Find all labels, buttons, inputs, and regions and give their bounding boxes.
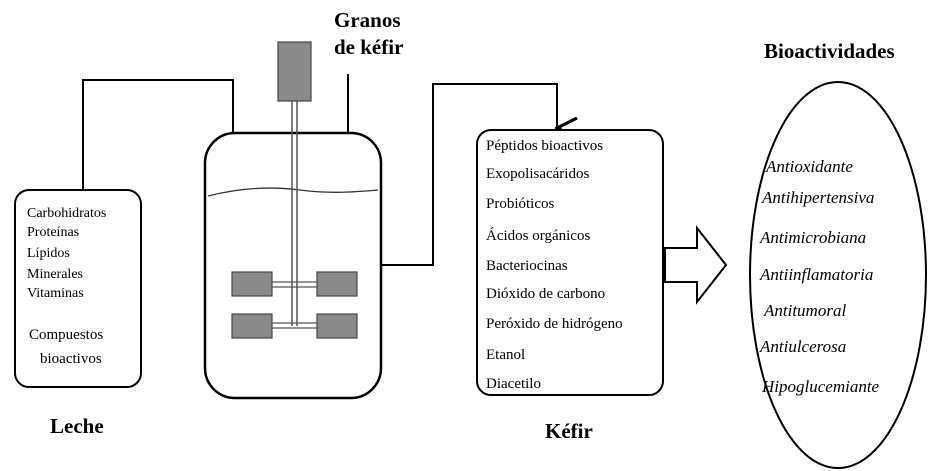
bioactivity-item: Antiulcerosa <box>759 337 846 356</box>
bioactivities-ellipse <box>749 81 927 469</box>
milk-box <box>14 189 142 388</box>
liquid-level <box>207 187 379 197</box>
kefir-component: Dióxido de carbono <box>486 286 605 302</box>
bioactivity-item: Antiinflamatoria <box>759 265 873 284</box>
kefir-component: Diacetilo <box>486 376 541 392</box>
grains-label-line: Granos <box>334 8 401 32</box>
milk-component: Carbohidratos <box>27 206 106 221</box>
milk-bioactive-line: bioactivos <box>40 351 102 367</box>
bioactivity-item: Antitumoral <box>763 301 846 320</box>
kefir-component: Ácidos orgánicos <box>486 227 590 244</box>
kefir-label: Kéfir <box>545 419 593 443</box>
bioactivity-item: Hipoglucemiante <box>761 377 880 396</box>
kefir-component: Etanol <box>486 347 525 363</box>
milk-component: Lípidos <box>27 246 70 261</box>
kefir-component: Bacteriocinas <box>486 258 568 274</box>
kefir-component: Peróxido de hidrógeno <box>486 316 623 332</box>
fermenter-vessel <box>203 131 383 400</box>
milk-component: Vitaminas <box>27 286 84 301</box>
milk-label: Leche <box>50 414 104 438</box>
grains-label-line: de kéfir <box>334 35 403 59</box>
impeller-blade <box>316 313 358 339</box>
kefir-component: Exopolisacáridos <box>486 166 589 182</box>
kefir-box <box>476 129 664 396</box>
milk-component: Proteínas <box>27 225 79 240</box>
bioactivity-item: Antimicrobiana <box>759 228 866 247</box>
impeller-blade <box>231 313 273 339</box>
bioactivities-title: Bioactividades <box>764 39 895 63</box>
bioactivity-item: Antihipertensiva <box>761 188 874 207</box>
impeller-blade <box>316 271 358 297</box>
kefir-component: Péptidos bioactivos <box>486 138 603 154</box>
milk-component: Minerales <box>27 267 83 282</box>
milk-bioactive-line: Compuestos <box>29 327 103 343</box>
kefir-component: Probióticos <box>486 196 554 212</box>
bioactivity-item: Antioxidante <box>765 157 853 176</box>
kefir-output-line <box>381 83 557 266</box>
impeller-blade <box>231 271 273 297</box>
bioactivity-flow-arrow <box>664 225 728 305</box>
stirrer-motor <box>277 41 312 102</box>
